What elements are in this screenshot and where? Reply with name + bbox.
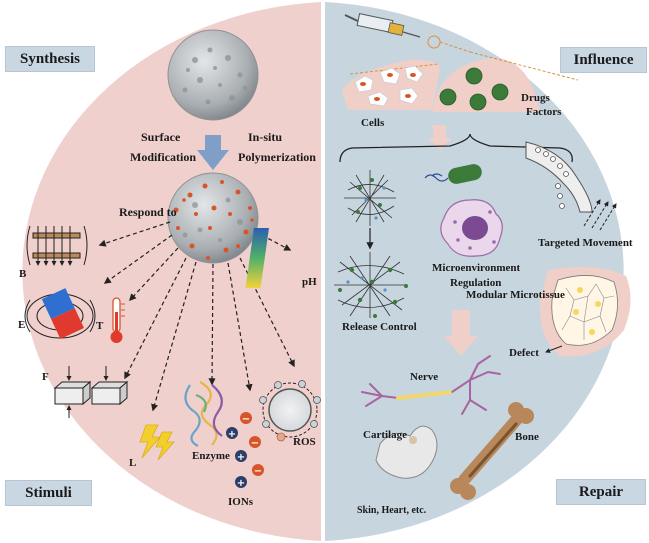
magnet-icon <box>24 288 96 340</box>
bone-label: Bone <box>515 431 539 443</box>
influence-tag: Influence <box>560 47 647 73</box>
bracket <box>339 133 573 163</box>
nanoparticle-decorated-icon <box>167 172 259 264</box>
microenvironment-label: Microenvironment <box>432 262 521 274</box>
light-label: L <box>129 457 136 469</box>
surface-modification-label-1: Surface <box>141 130 181 144</box>
down-arrow-icon <box>197 135 229 170</box>
repair-tag: Repair <box>556 479 646 505</box>
factors-label: Factors <box>526 106 562 118</box>
defect-label: Defect <box>509 347 539 359</box>
skin-heart-label: Skin, Heart, etc. <box>357 505 427 516</box>
left-half-background <box>22 2 322 541</box>
stimuli-arrows <box>98 221 295 412</box>
drugs-label: Drugs <box>521 92 550 104</box>
bone-icon <box>450 402 534 500</box>
magnetic-label: B <box>19 268 27 280</box>
ions-label: IONs <box>228 496 254 508</box>
nanoparticle-plain-icon <box>167 29 259 121</box>
nerve-icon <box>361 355 501 415</box>
ros-label: ROS <box>293 436 316 448</box>
temperature-label: T <box>96 320 104 332</box>
ph-gradient-icon <box>245 228 269 288</box>
synthesis-tag: Synthesis <box>5 46 95 72</box>
ros-icon <box>259 380 321 442</box>
bacterium-icon <box>424 164 482 184</box>
modular-microtissue-label: Modular Microtissue <box>466 289 565 301</box>
release-control-label: Release Control <box>342 321 417 333</box>
connector-arrow-top <box>428 125 452 150</box>
magnetic-field-icon <box>26 225 88 266</box>
electric-label: E <box>18 319 25 331</box>
svg-text:+: + <box>237 478 245 489</box>
targeted-movement-label: Targeted Movement <box>538 237 633 249</box>
defect-arrow <box>545 345 563 353</box>
nerve-label: Nerve <box>410 371 438 383</box>
enzyme-icon <box>184 381 223 447</box>
network-icon <box>334 170 408 318</box>
svg-text:+: + <box>237 452 245 463</box>
thermometer-icon <box>110 297 125 343</box>
respond-to-label: Respond to <box>119 205 177 219</box>
cartilage-label: Cartilage <box>363 429 407 441</box>
immune-cell-icon <box>440 199 503 257</box>
micro-robot-icon <box>525 141 617 231</box>
cartilage-icon <box>375 425 438 479</box>
connector-arrow-bottom <box>444 310 478 356</box>
lightning-icon <box>139 424 175 461</box>
enzyme-label: Enzyme <box>192 450 230 462</box>
microtissue-icon <box>539 267 631 357</box>
regulation-label: Regulation <box>450 277 501 289</box>
force-block-icon <box>53 366 129 418</box>
svg-text:−: − <box>242 414 250 425</box>
ph-label: pH <box>302 276 317 288</box>
insitu-polymerization-label-1: In-situ <box>248 130 282 144</box>
syringe-icon <box>344 13 471 53</box>
svg-text:−: − <box>251 438 259 449</box>
force-label: F <box>42 371 49 383</box>
stimuli-tag: Stimuli <box>5 480 92 506</box>
cells-label: Cells <box>361 117 385 129</box>
drugs-icon <box>432 51 579 112</box>
insitu-polymerization-label-2: Polymerization <box>238 150 316 164</box>
cells-icon <box>342 59 440 110</box>
svg-text:+: + <box>228 429 236 440</box>
right-half-background <box>325 2 624 541</box>
svg-text:−: − <box>254 466 262 477</box>
surface-modification-label-2: Modification <box>130 150 196 164</box>
ion-icon: − + − + − + <box>226 412 264 489</box>
